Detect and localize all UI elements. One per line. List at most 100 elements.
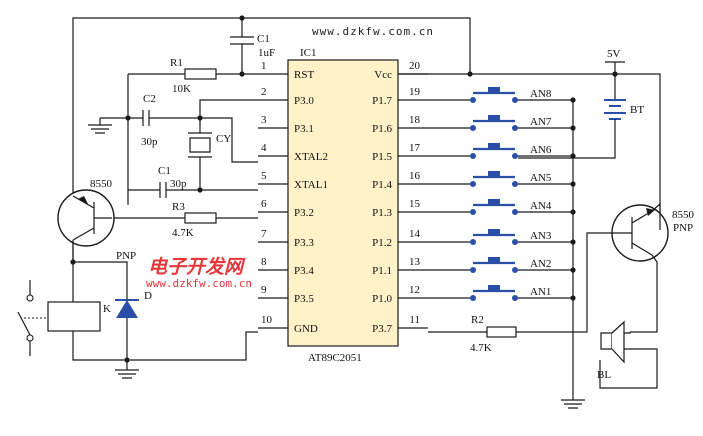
button-contact bbox=[512, 153, 518, 159]
button-label: AN2 bbox=[530, 258, 551, 270]
pnp-label: PNP bbox=[116, 250, 136, 262]
button-cap bbox=[488, 199, 500, 205]
relay-label: K bbox=[103, 303, 111, 315]
crystal-cy bbox=[188, 118, 212, 190]
q-left-label: 8550 bbox=[90, 178, 113, 190]
button-label: AN4 bbox=[530, 200, 552, 212]
transistor-right-arrow bbox=[646, 208, 655, 216]
ic-left-pin-name: P3.4 bbox=[294, 265, 314, 277]
cy-ref: CY bbox=[216, 133, 231, 145]
supply-label: 5V bbox=[607, 48, 621, 60]
buzzer-body bbox=[600, 332, 613, 350]
button-contact bbox=[470, 97, 476, 103]
ground-left bbox=[88, 118, 112, 134]
switch-contact-bottom bbox=[26, 334, 34, 342]
button-cap bbox=[488, 171, 500, 177]
button-label: AN7 bbox=[530, 116, 552, 128]
resistor-r3 bbox=[184, 212, 217, 224]
battery-label: BT bbox=[630, 104, 644, 116]
ic-right-pin-number: 13 bbox=[409, 256, 421, 268]
ground-buttons bbox=[561, 393, 585, 409]
transistor-left-arrow bbox=[78, 196, 88, 204]
ic-right-pin-number: 20 bbox=[409, 60, 421, 72]
relay-switch bbox=[17, 280, 31, 356]
diode-label: D bbox=[144, 290, 152, 302]
ic-left-pin-name: P3.1 bbox=[294, 123, 314, 135]
button-contact bbox=[512, 181, 518, 187]
r2-ref: R2 bbox=[471, 314, 484, 326]
resistor-r1 bbox=[184, 68, 217, 80]
capacitor-c2 bbox=[142, 99, 258, 126]
button-contact bbox=[512, 125, 518, 131]
ic-left-pin-name: P3.0 bbox=[294, 95, 314, 107]
r2-value: 4.7K bbox=[470, 342, 492, 354]
transistor-right-leads bbox=[612, 202, 661, 333]
ic-left-pin-number: 2 bbox=[261, 86, 267, 98]
ic-pins: 1RST2P3.03P3.14XTAL25XTAL16P3.27P3.38P3.… bbox=[258, 60, 428, 335]
button-contact bbox=[512, 295, 518, 301]
ic-right-pin-name: P1.4 bbox=[372, 179, 392, 191]
battery-bottom-wire bbox=[518, 119, 616, 159]
button-contact bbox=[470, 153, 476, 159]
ic-left-pin-number: 5 bbox=[261, 170, 267, 182]
ic-body bbox=[287, 59, 399, 347]
button-contact bbox=[512, 239, 518, 245]
button-label: AN3 bbox=[530, 230, 552, 242]
ic-left-pin-number: 6 bbox=[261, 198, 267, 210]
ic-right-pin-number: 16 bbox=[409, 170, 421, 182]
gnd-bus-wire bbox=[72, 331, 258, 361]
buzzer-wires bbox=[599, 332, 658, 389]
ic-left-pin-name: XTAL2 bbox=[294, 151, 328, 163]
c1b-ref: C1 bbox=[158, 165, 171, 177]
ic-right-pin-number: 14 bbox=[409, 228, 421, 240]
button-cap bbox=[488, 257, 500, 263]
button-label: AN5 bbox=[530, 172, 552, 184]
r1-value: 10K bbox=[172, 83, 191, 95]
junction-dot bbox=[125, 115, 131, 121]
q-right-type: PNP bbox=[673, 222, 693, 234]
c2-value: 30p bbox=[141, 136, 158, 148]
ic-right-pin-number: 15 bbox=[409, 198, 421, 210]
ic-right-pin-name: P1.3 bbox=[372, 207, 392, 219]
c1-value: 1uF bbox=[258, 47, 275, 59]
ic-right-pin-number: 11 bbox=[409, 314, 420, 326]
capacitor-c1-xtal bbox=[128, 182, 258, 198]
ic-right-pin-number: 12 bbox=[409, 284, 420, 296]
ic-right-pin-name: P1.6 bbox=[372, 123, 392, 135]
button-contact bbox=[470, 239, 476, 245]
ic-right-pin-name: P1.0 bbox=[372, 293, 392, 305]
button-label: AN6 bbox=[530, 144, 552, 156]
c2-ref: C2 bbox=[143, 93, 156, 105]
switch-contact-top bbox=[26, 294, 34, 302]
header-url: www.dzkfw.com.cn bbox=[312, 25, 434, 38]
junction-dot bbox=[570, 97, 576, 103]
transistor-left-leads bbox=[72, 195, 112, 262]
c1b-value: 30p bbox=[170, 178, 187, 190]
ic-left-pin-number: 9 bbox=[261, 284, 267, 296]
watermark-title: 电子开发网 bbox=[148, 256, 246, 278]
junction-dot bbox=[239, 71, 245, 77]
top-bus-wire bbox=[72, 17, 471, 260]
button-contact bbox=[470, 295, 476, 301]
button-contact bbox=[470, 267, 476, 273]
transistor-q-left bbox=[57, 189, 115, 247]
r2-wire bbox=[428, 232, 612, 333]
button-cap bbox=[488, 285, 500, 291]
ic-left-pin-name: P3.2 bbox=[294, 207, 314, 219]
r1-ref: R1 bbox=[170, 57, 183, 69]
ic-left-pin-number: 4 bbox=[261, 142, 267, 154]
ic-right-pin-name: P3.7 bbox=[372, 323, 392, 335]
button-label: AN8 bbox=[530, 88, 552, 100]
ic-right-pin-name: P1.5 bbox=[372, 151, 392, 163]
ic-left-pin-number: 10 bbox=[261, 314, 273, 326]
ic-designator: IC1 bbox=[300, 47, 317, 59]
ic-left-pin-number: 1 bbox=[261, 60, 267, 72]
button-contact bbox=[470, 209, 476, 215]
ic-left-pin-number: 8 bbox=[261, 256, 267, 268]
ic-part-number: AT89C2051 bbox=[308, 352, 362, 364]
ic-right-pin-number: 17 bbox=[409, 142, 421, 154]
ic-right-pin-name: P1.7 bbox=[372, 95, 392, 107]
ic-right-pin-number: 19 bbox=[409, 86, 421, 98]
